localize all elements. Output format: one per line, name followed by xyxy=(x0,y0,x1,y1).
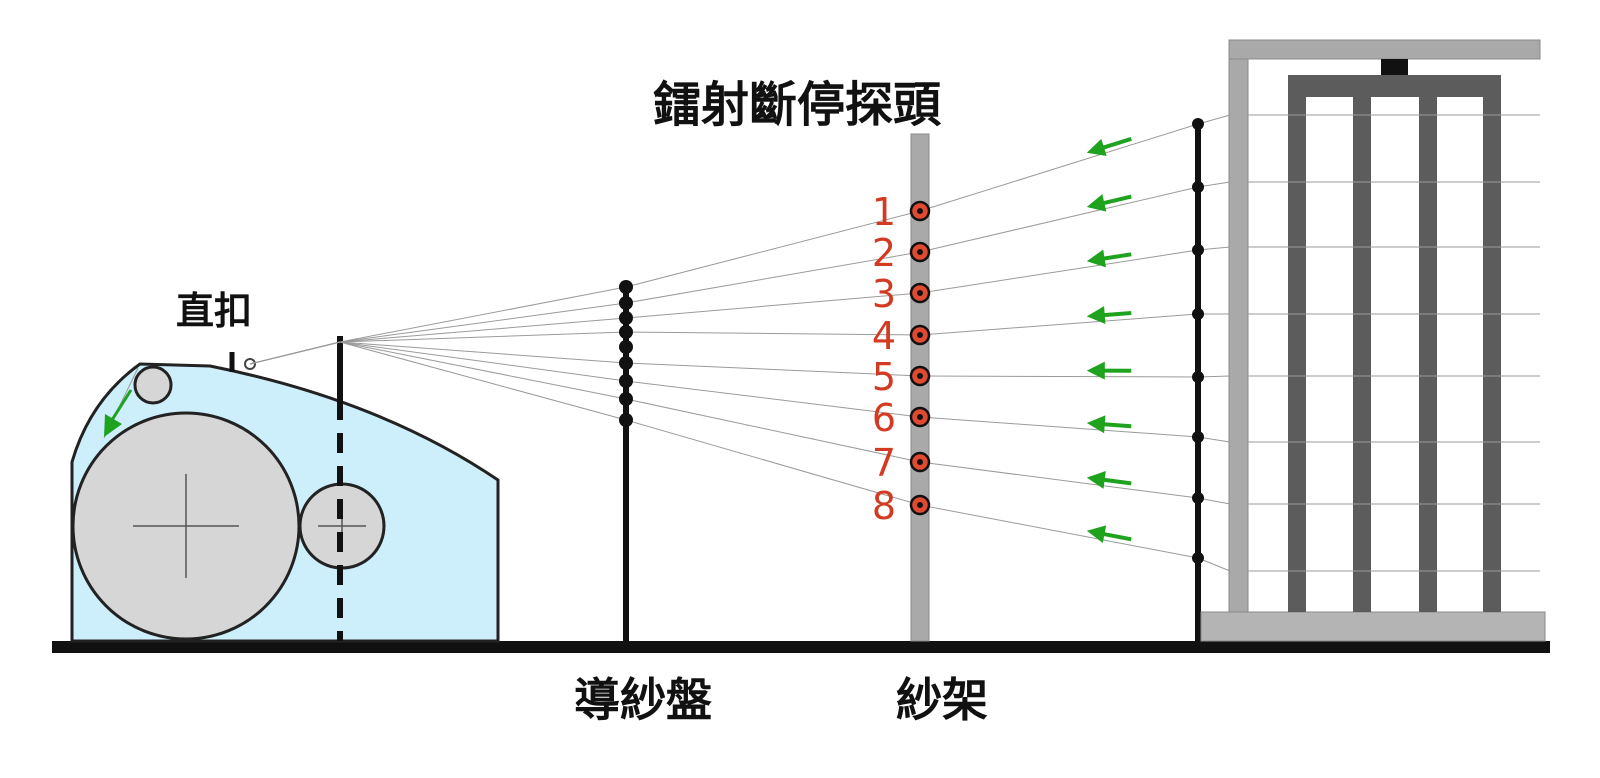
yarn-line xyxy=(339,331,627,343)
arrowhead-icon xyxy=(1086,470,1106,489)
yarn-line xyxy=(249,341,341,365)
laser-sensor-core-icon xyxy=(917,459,923,465)
yarn-line xyxy=(625,210,921,288)
sensor-number: 4 xyxy=(872,314,896,358)
guide-disc-dot xyxy=(619,340,633,354)
creel-guide-dot xyxy=(1192,181,1204,193)
yarn-line xyxy=(919,504,1199,559)
yarn-line xyxy=(919,123,1199,212)
yarn-line xyxy=(339,302,627,343)
sensor-number: 1 xyxy=(872,190,896,234)
guide-roller xyxy=(133,365,173,405)
laser-sensor-core-icon xyxy=(917,414,923,420)
creel-guide-dot xyxy=(1192,308,1204,320)
creel-bar-4 xyxy=(1483,97,1501,612)
creel-hanger xyxy=(1381,59,1408,75)
laser-sensor-core-icon xyxy=(917,290,923,296)
guide-disc-dot xyxy=(619,296,633,310)
laser-sensor-core-icon xyxy=(917,332,923,338)
yarn-lines xyxy=(249,114,1231,572)
yarn-line xyxy=(625,419,921,506)
yarn-line xyxy=(919,249,1199,294)
guide-disc-dot xyxy=(619,325,633,339)
creel-bar-2 xyxy=(1353,97,1371,612)
sensor-number: 8 xyxy=(872,484,896,528)
floor-line xyxy=(52,641,1550,653)
guide-disc-dots xyxy=(619,280,633,427)
yarn-line xyxy=(625,331,921,336)
yarn-line xyxy=(339,341,627,400)
yarn-line xyxy=(339,286,627,343)
yarn-line xyxy=(625,398,921,463)
creel-guide-dot xyxy=(1192,244,1204,256)
creel-rack xyxy=(1200,39,1546,642)
guide-disc-dot xyxy=(619,280,633,294)
yarn-line xyxy=(625,292,921,319)
creel-guide-dot xyxy=(1192,552,1204,564)
creel-guide-dot xyxy=(1192,492,1204,504)
arrowhead-icon xyxy=(1086,306,1106,325)
yarn-line xyxy=(919,313,1199,336)
creel-guide-dot xyxy=(1192,118,1204,130)
creel-yarn-lines xyxy=(1248,114,1540,572)
yarn-line xyxy=(919,375,1199,378)
creel-guide-dot xyxy=(1192,371,1204,383)
yarn-line xyxy=(339,341,627,382)
guide-disc-dot xyxy=(619,413,633,427)
sensor-number: 3 xyxy=(872,272,896,316)
creel-inner-top xyxy=(1288,75,1501,97)
sensor-number: 6 xyxy=(872,396,896,440)
laser-sensor-core-icon xyxy=(917,208,923,214)
warping-machine xyxy=(70,336,500,643)
title-label: 鐳射斷停探頭 xyxy=(653,77,942,133)
machine-direction-arrow-icon xyxy=(110,389,133,421)
creel-base xyxy=(1200,611,1546,642)
yarn-line xyxy=(919,186,1199,253)
arrowhead-icon xyxy=(1086,138,1107,157)
creel-guide-dot xyxy=(1192,431,1204,443)
yarn-line xyxy=(919,416,1199,438)
arrowhead-icon xyxy=(1086,194,1107,212)
arrowhead-icon xyxy=(1086,415,1106,434)
guide-disc-dot xyxy=(619,356,633,370)
laser-sensor-core-icon xyxy=(917,502,923,508)
yarn-line xyxy=(339,317,627,343)
laser-sensors xyxy=(909,200,931,516)
creel-left-column xyxy=(1228,58,1249,613)
arrowhead-icon xyxy=(1086,525,1107,544)
laser-sensor-core-icon xyxy=(917,373,923,379)
sensor-number: 2 xyxy=(872,231,896,275)
guide-disc-label: 導紗盤 xyxy=(574,673,712,727)
guide-disc-dot xyxy=(619,311,633,325)
creel-label: 紗架 xyxy=(896,673,988,727)
yarn-line xyxy=(339,341,627,364)
reed-label: 直扣 xyxy=(176,289,252,333)
arrowhead-icon xyxy=(1086,361,1105,380)
creel-top-beam xyxy=(1228,39,1541,60)
sensor-number: 5 xyxy=(872,355,896,399)
arrowhead-icon xyxy=(1086,249,1106,268)
machine-direction-arrowhead-icon xyxy=(104,414,122,437)
yarn-line xyxy=(625,380,921,418)
guide-disc-post xyxy=(619,280,633,641)
creel-bar-1 xyxy=(1288,97,1306,612)
sensor-number: 7 xyxy=(872,441,896,485)
guide-disc-dot xyxy=(619,374,633,388)
yarn-line xyxy=(625,362,921,377)
yarn-line xyxy=(339,341,627,421)
creel-guide-dots xyxy=(1192,118,1204,564)
yarn-line xyxy=(919,461,1199,499)
laser-sensor-core-icon xyxy=(917,249,923,255)
yarn-direction-arrows xyxy=(1086,136,1132,544)
yarn-line xyxy=(625,251,921,304)
creel-bar-3 xyxy=(1419,97,1437,612)
guide-disc-dot xyxy=(619,392,633,406)
